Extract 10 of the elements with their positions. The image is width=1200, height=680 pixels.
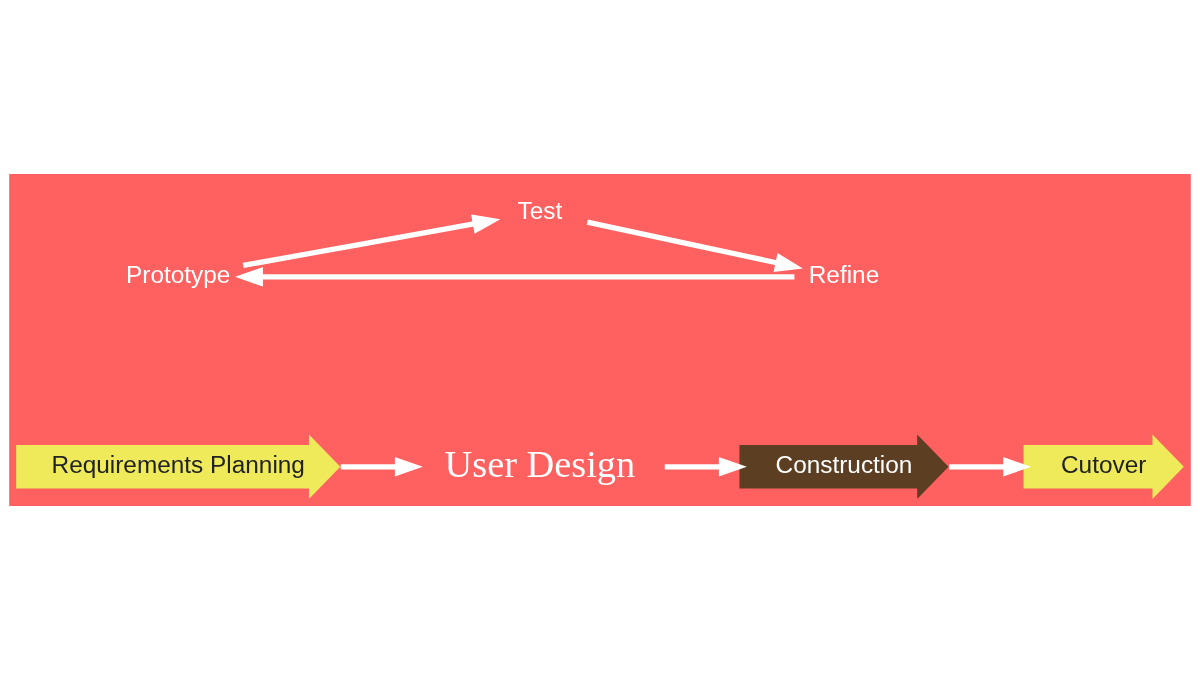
node-text: Prototype [126, 261, 231, 289]
arrow [242, 214, 501, 268]
node-text: Refine [808, 261, 880, 289]
arrow [949, 457, 1032, 477]
arrow [234, 267, 795, 287]
arrow [586, 219, 803, 273]
arrow [664, 457, 747, 477]
node-text: User Design [444, 442, 636, 485]
arrow [340, 457, 423, 477]
node-text: Test [517, 196, 563, 224]
